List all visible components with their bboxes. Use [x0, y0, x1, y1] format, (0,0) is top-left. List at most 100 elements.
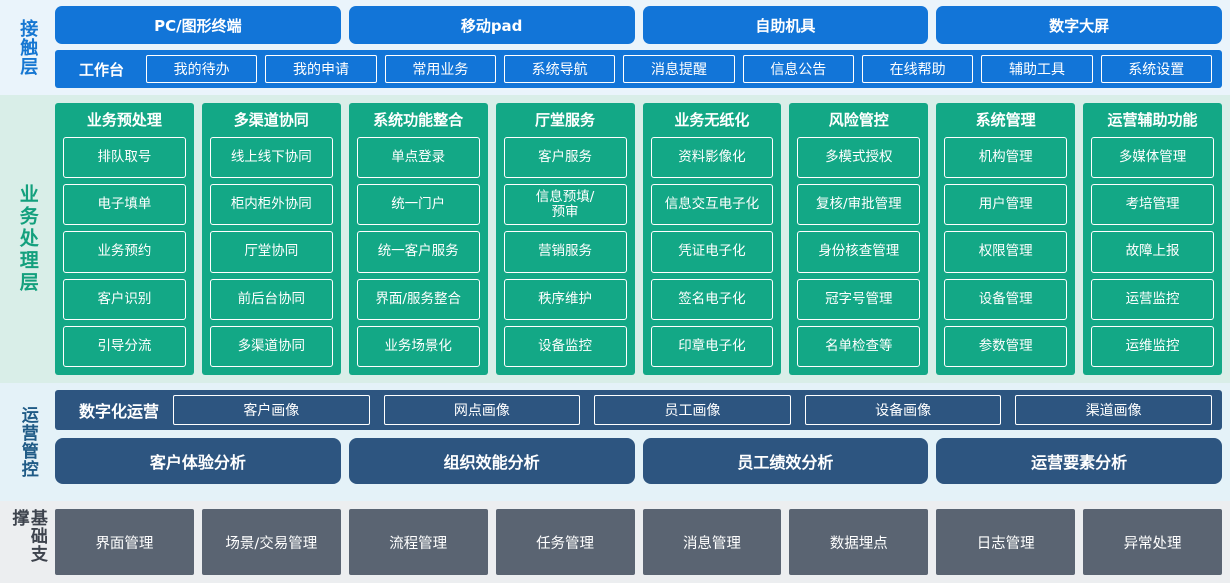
workbench-item-online-help[interactable]: 在线帮助 [861, 55, 974, 83]
column-title: 风险管控 [828, 111, 889, 129]
business-item[interactable]: 名单检查等 [797, 325, 921, 368]
workbench-item-common-business[interactable]: 常用业务 [384, 55, 496, 83]
business-item[interactable]: 故障上报 [1091, 231, 1214, 273]
foundation-item-ui-management[interactable]: 界面管理 [55, 509, 194, 575]
business-column-row: 业务预处理 排队取号 电子填单 业务预约 客户识别 引导分流 多渠道协同 线上线… [55, 103, 1222, 375]
column-items: 单点登录 统一门户 统一客户服务 界面/服务整合 业务场景化 [356, 137, 480, 368]
business-column-lobby-service: 厅堂服务 客户服务 信息预填/ 预审 营销服务 秩序维护 设备监控 [495, 103, 635, 375]
business-column-preprocessing: 业务预处理 排队取号 电子填单 业务预约 客户识别 引导分流 [55, 103, 194, 375]
layer-contact: 接触层 PC/图形终端 移动pad 自助机具 数字大屏 工作台 我的待办 我的申… [0, 0, 1230, 95]
layer-business-body: 业务预处理 排队取号 电子填单 业务预约 客户识别 引导分流 多渠道协同 线上线… [55, 103, 1222, 375]
business-item[interactable]: 线上线下协同 [209, 137, 333, 179]
foundation-item-log-management[interactable]: 日志管理 [936, 509, 1076, 575]
business-item[interactable]: 秩序维护 [503, 278, 627, 320]
business-item[interactable]: 复核/审批管理 [797, 184, 921, 226]
column-title: 系统管理 [975, 111, 1036, 129]
workbench-item-message-alert[interactable]: 消息提醒 [623, 55, 735, 83]
business-item[interactable]: 统一门户 [356, 184, 480, 226]
portrait-branch[interactable]: 网点画像 [383, 395, 581, 425]
layer-foundation-label: 基础支撑 [8, 509, 47, 563]
layer-contact-body: PC/图形终端 移动pad 自助机具 数字大屏 工作台 我的待办 我的申请 常用… [55, 6, 1222, 89]
business-item[interactable]: 凭证电子化 [650, 231, 774, 273]
business-item[interactable]: 界面/服务整合 [356, 278, 480, 320]
channel-mobile-pad[interactable]: 移动pad [348, 6, 635, 44]
business-item[interactable]: 多媒体管理 [1091, 137, 1214, 179]
foundation-item-process-management[interactable]: 流程管理 [348, 509, 488, 575]
channel-digital-screen[interactable]: 数字大屏 [936, 6, 1222, 44]
channel-pc[interactable]: PC/图形终端 [55, 6, 341, 44]
analysis-customer-experience[interactable]: 客户体验分析 [55, 438, 341, 484]
business-column-system-integration: 系统功能整合 单点登录 统一门户 统一客户服务 界面/服务整合 业务场景化 [348, 103, 488, 375]
business-item[interactable]: 信息预填/ 预审 [503, 184, 627, 226]
workbench-item-system-settings[interactable]: 系统设置 [1100, 55, 1212, 83]
layer-operations-label: 运营管控 [17, 406, 38, 478]
business-item[interactable]: 前后台协同 [209, 278, 333, 320]
business-item[interactable]: 设备管理 [944, 278, 1068, 320]
layer-contact-label: 接触层 [17, 19, 39, 76]
layer-business-label: 业务处理层 [16, 184, 39, 294]
business-item[interactable]: 营销服务 [503, 231, 627, 273]
business-column-operation-support: 运营辅助功能 多媒体管理 考培管理 故障上报 运营监控 运维监控 [1083, 103, 1222, 375]
business-item[interactable]: 身份核查管理 [797, 231, 921, 273]
portrait-customer[interactable]: 客户画像 [173, 395, 370, 425]
portrait-device[interactable]: 设备画像 [804, 395, 1002, 425]
business-item[interactable]: 排队取号 [63, 137, 186, 179]
business-item[interactable]: 统一客户服务 [356, 231, 480, 273]
business-item[interactable]: 信息交互电子化 [650, 184, 774, 226]
business-item[interactable]: 多模式授权 [797, 137, 921, 179]
column-items: 客户服务 信息预填/ 预审 营销服务 秩序维护 设备监控 [503, 137, 627, 368]
business-item[interactable]: 业务场景化 [356, 325, 480, 368]
workbench-item-my-application[interactable]: 我的申请 [265, 55, 377, 83]
business-item[interactable]: 权限管理 [944, 231, 1068, 273]
business-item[interactable]: 单点登录 [356, 137, 480, 179]
business-item[interactable]: 机构管理 [944, 137, 1068, 179]
workbench-item-announcement[interactable]: 信息公告 [742, 55, 854, 83]
portrait-employee[interactable]: 员工画像 [594, 395, 791, 425]
layer-business: 业务处理层 业务预处理 排队取号 电子填单 业务预约 客户识别 引导分流 多渠道… [0, 95, 1230, 383]
column-items: 排队取号 电子填单 业务预约 客户识别 引导分流 [63, 137, 186, 368]
business-item[interactable]: 资料影像化 [650, 137, 774, 179]
analysis-org-efficiency[interactable]: 组织效能分析 [348, 438, 635, 484]
business-item[interactable]: 用户管理 [944, 184, 1068, 226]
foundation-item-scene-transaction[interactable]: 场景/交易管理 [201, 509, 341, 575]
business-column-risk-control: 风险管控 多模式授权 复核/审批管理 身份核查管理 冠字号管理 名单检查等 [789, 103, 929, 375]
business-item[interactable]: 客户服务 [503, 137, 627, 179]
business-column-paperless: 业务无纸化 资料影像化 信息交互电子化 凭证电子化 签名电子化 印章电子化 [642, 103, 782, 375]
business-item[interactable]: 柜内柜外协同 [209, 184, 333, 226]
column-items: 多模式授权 复核/审批管理 身份核查管理 冠字号管理 名单检查等 [797, 137, 921, 368]
business-item[interactable]: 设备监控 [503, 325, 627, 368]
digital-operations-title: 数字化运营 [79, 402, 160, 421]
business-item[interactable]: 签名电子化 [650, 278, 774, 320]
business-item[interactable]: 运营监控 [1091, 278, 1214, 320]
business-item[interactable]: 参数管理 [944, 325, 1068, 368]
column-items: 多媒体管理 考培管理 故障上报 运营监控 运维监控 [1091, 137, 1214, 368]
business-item[interactable]: 多渠道协同 [209, 325, 333, 368]
column-items: 资料影像化 信息交互电子化 凭证电子化 签名电子化 印章电子化 [650, 137, 774, 368]
portrait-channel[interactable]: 渠道画像 [1015, 395, 1212, 425]
analysis-employee-performance[interactable]: 员工绩效分析 [642, 438, 929, 484]
layer-operations: 运营管控 数字化运营 客户画像 网点画像 员工画像 设备画像 渠道画像 客户体验… [0, 383, 1230, 501]
business-item[interactable]: 厅堂协同 [209, 231, 333, 273]
workbench-item-aux-tools[interactable]: 辅助工具 [981, 55, 1093, 83]
business-item[interactable]: 业务预约 [63, 231, 186, 273]
workbench-item-my-todo[interactable]: 我的待办 [146, 55, 258, 83]
foundation-item-task-management[interactable]: 任务管理 [495, 509, 635, 575]
business-column-system-management: 系统管理 机构管理 用户管理 权限管理 设备管理 参数管理 [936, 103, 1076, 375]
foundation-item-message-management[interactable]: 消息管理 [642, 509, 782, 575]
business-item[interactable]: 考培管理 [1091, 184, 1214, 226]
business-item[interactable]: 运维监控 [1091, 325, 1214, 368]
workbench-bar: 工作台 我的待办 我的申请 常用业务 系统导航 消息提醒 信息公告 在线帮助 辅… [55, 50, 1222, 88]
business-item[interactable]: 客户识别 [63, 278, 186, 320]
channel-self-service[interactable]: 自助机具 [642, 6, 929, 44]
business-item[interactable]: 冠字号管理 [797, 278, 921, 320]
analysis-operation-factors[interactable]: 运营要素分析 [936, 438, 1222, 484]
foundation-item-exception-handling[interactable]: 异常处理 [1083, 509, 1222, 575]
column-items: 线上线下协同 柜内柜外协同 厅堂协同 前后台协同 多渠道协同 [209, 137, 333, 368]
workbench-item-system-navigation[interactable]: 系统导航 [504, 55, 616, 83]
business-item[interactable]: 电子填单 [63, 184, 186, 226]
business-item[interactable]: 印章电子化 [650, 325, 774, 368]
business-item[interactable]: 引导分流 [63, 325, 186, 368]
column-title: 厅堂服务 [535, 111, 596, 129]
foundation-item-data-tracking[interactable]: 数据埋点 [789, 509, 929, 575]
channel-row: PC/图形终端 移动pad 自助机具 数字大屏 [55, 6, 1222, 44]
